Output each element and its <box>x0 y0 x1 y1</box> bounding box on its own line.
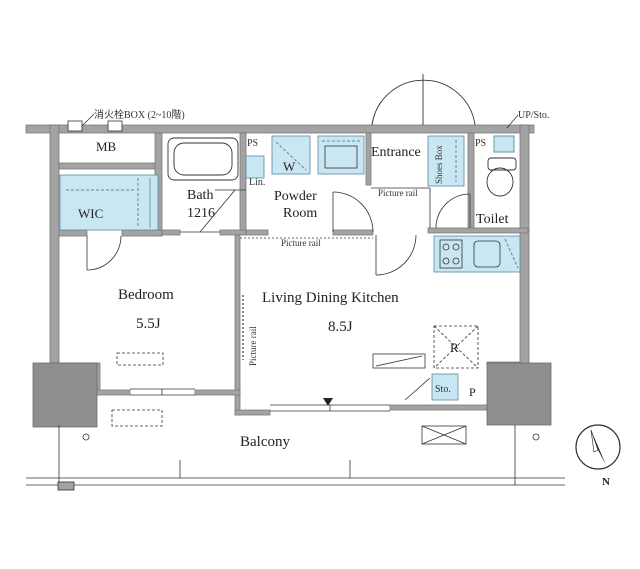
picture-rail-vertical: Picture rail <box>248 326 258 366</box>
drain-right <box>532 433 540 441</box>
bedroom-vent <box>116 352 164 366</box>
balcony-label: Balcony <box>240 434 290 450</box>
wic-label: WIC <box>78 206 103 221</box>
bath-door <box>180 189 246 233</box>
bath-size: 1216 <box>187 206 215 221</box>
storage <box>431 373 459 401</box>
ps-label-left: PS <box>247 138 258 149</box>
balcony-railing <box>26 425 565 491</box>
kitchen-counter <box>433 235 521 273</box>
entrance-door <box>371 74 476 126</box>
bath-label: Bath <box>187 188 213 203</box>
up-sto-leader <box>506 114 519 129</box>
p-label: P <box>469 385 476 399</box>
ps-label-right: PS <box>475 138 486 149</box>
entry-marker <box>323 398 333 406</box>
up-sto-label: UP/Sto. <box>518 110 549 121</box>
toilet-door <box>435 193 471 229</box>
pillars <box>32 362 552 428</box>
shoes-box-label: Shoes Box <box>434 145 444 184</box>
refrigerator-label: R <box>450 340 459 355</box>
powder-room-label-2: Room <box>283 206 317 221</box>
sink <box>317 135 365 175</box>
storage-door <box>404 377 431 401</box>
bathtub <box>167 137 239 181</box>
entrance-label: Entrance <box>371 145 421 160</box>
north-label: N <box>602 476 610 488</box>
washer-box <box>245 135 311 179</box>
ldk-label: Living Dining Kitchen <box>262 290 399 306</box>
balcony-unit <box>421 425 467 445</box>
bedroom-label: Bedroom <box>118 287 174 303</box>
powder-door <box>332 191 374 233</box>
windows <box>130 388 390 412</box>
ldk-size: 8.5J <box>328 319 353 335</box>
washer-label: W <box>283 159 296 174</box>
ldk-vent <box>372 353 426 369</box>
powder-room-label-1: Powder <box>274 189 317 204</box>
refrigerator <box>433 325 479 369</box>
wic-shelving <box>59 174 159 231</box>
wic-door <box>86 235 122 271</box>
bedroom-size: 5.5J <box>136 316 161 332</box>
storage-label: Sto. <box>435 384 451 395</box>
drain-left <box>82 433 90 441</box>
mb-area <box>67 113 123 132</box>
ldk-door <box>375 234 417 276</box>
shoes-box <box>427 135 465 187</box>
walls <box>25 124 535 416</box>
entrance-step <box>371 187 431 228</box>
balcony-vent <box>111 409 163 427</box>
mb-label: MB <box>96 139 117 154</box>
picture-rail-entrance: Picture rail <box>378 188 418 198</box>
toilet-label: Toilet <box>476 212 509 227</box>
picture-rail-top: Picture rail <box>281 238 321 248</box>
linen-label: Lin. <box>249 177 265 188</box>
north-arrow <box>575 424 621 470</box>
toilet-fixture <box>486 135 517 197</box>
fire-box-label: 消火栓BOX (2~10階) <box>94 108 185 121</box>
